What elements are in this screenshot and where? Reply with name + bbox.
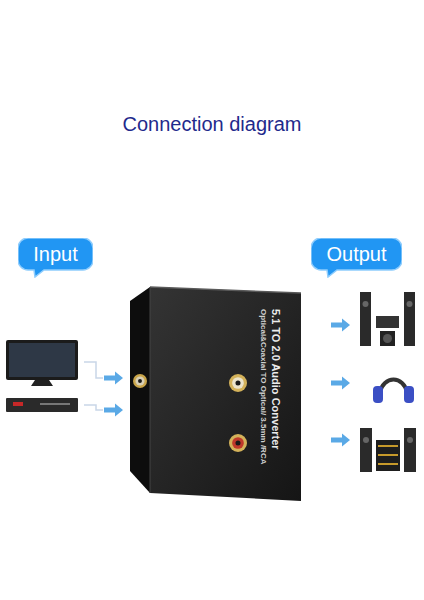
device-print: 5.1 TO 2.0 Audio ConverterOptical&Coaxia… — [258, 309, 282, 464]
headphone-band — [380, 380, 407, 392]
speaker — [360, 292, 371, 346]
center-speaker — [376, 316, 399, 328]
bubble-outline — [18, 238, 93, 277]
rca-jack-hole — [235, 380, 240, 385]
input-arrow — [104, 372, 123, 385]
subwoofer-cone — [383, 334, 392, 343]
device-side — [130, 287, 150, 493]
rca-jack-ring — [135, 376, 144, 385]
label-bubble: Output — [311, 238, 402, 278]
bracket-line — [84, 362, 103, 378]
device-name: 5.1 TO 2.0 Audio Converter — [268, 309, 282, 464]
speaker-cone — [363, 437, 369, 443]
output-arrow — [331, 319, 350, 332]
headphone-cup — [373, 386, 383, 403]
amplifier-trim — [378, 463, 398, 465]
bubble-label: Output — [311, 238, 402, 270]
bubble-label: Input — [18, 238, 93, 270]
amplifier — [376, 440, 400, 471]
amplifier-trim — [378, 454, 398, 456]
tv-frame — [6, 340, 78, 380]
device-edge — [150, 287, 301, 293]
input-arrow — [104, 404, 123, 417]
rca-jack-ring — [232, 377, 244, 389]
tv-screen — [9, 343, 75, 377]
output-arrow — [331, 377, 350, 390]
speaker — [404, 292, 415, 346]
rca-jack-ring — [232, 437, 244, 449]
speaker-cone — [407, 301, 413, 307]
label-bubble: Input — [18, 238, 93, 278]
speaker — [404, 428, 416, 472]
rca-jack — [229, 434, 247, 452]
bracket-line — [84, 405, 103, 410]
device-face — [150, 287, 301, 501]
output-arrow — [331, 434, 350, 447]
rca-jack — [133, 374, 147, 388]
speaker-cone — [407, 437, 413, 443]
rca-jack-hole — [138, 379, 142, 383]
bubble-outline — [311, 238, 402, 277]
dvd-player — [6, 398, 78, 412]
converter-device: 5.1 TO 2.0 Audio ConverterOptical&Coaxia… — [128, 283, 303, 505]
speaker — [360, 428, 372, 472]
device-edge — [150, 287, 151, 493]
amplifier-trim — [378, 445, 398, 447]
speaker-cone — [363, 301, 369, 307]
diagram-title: Connection diagram — [0, 113, 424, 136]
dvd-display — [13, 402, 23, 406]
rca-jack — [229, 374, 247, 392]
rca-jack-hole — [235, 440, 240, 445]
tv-stand — [31, 380, 53, 386]
dvd-tray — [40, 403, 70, 405]
headphone-cup — [404, 386, 414, 403]
device-spec: Optical&Coaxial TO Optical/ 3.5mm /RCA — [258, 309, 268, 464]
subwoofer — [380, 331, 395, 346]
